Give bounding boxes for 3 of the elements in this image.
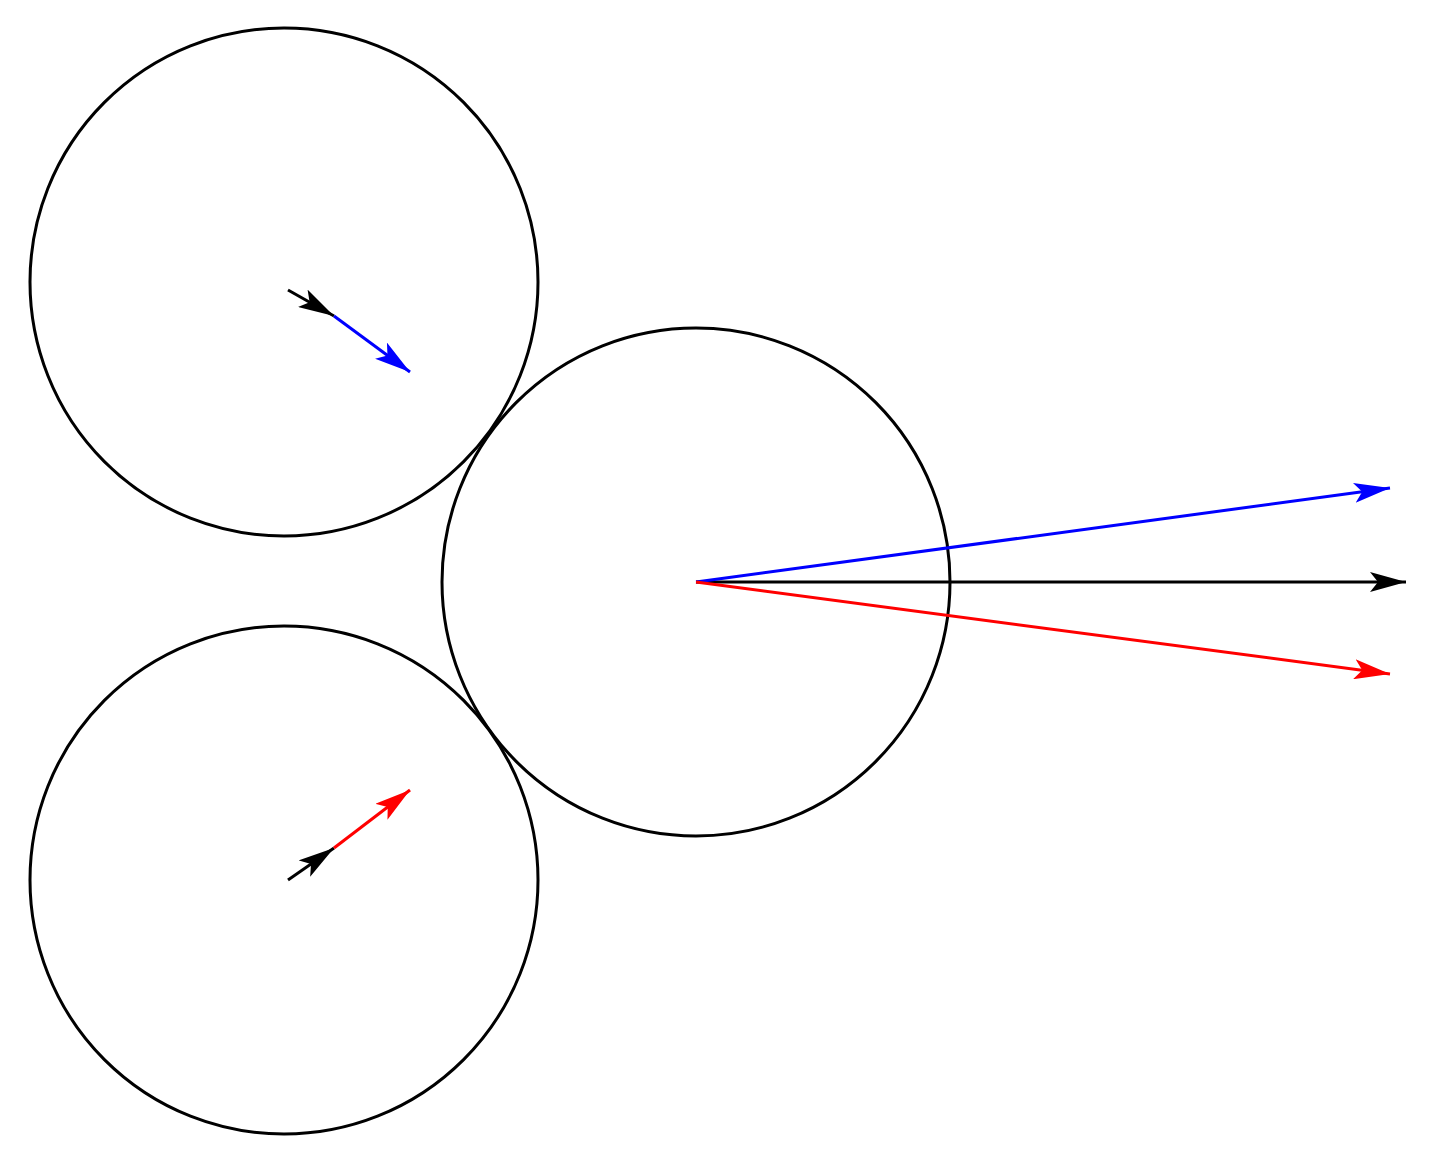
circle-shape: [440, 326, 952, 838]
circle-shape: [28, 624, 540, 1136]
circle-shape: [28, 26, 540, 538]
